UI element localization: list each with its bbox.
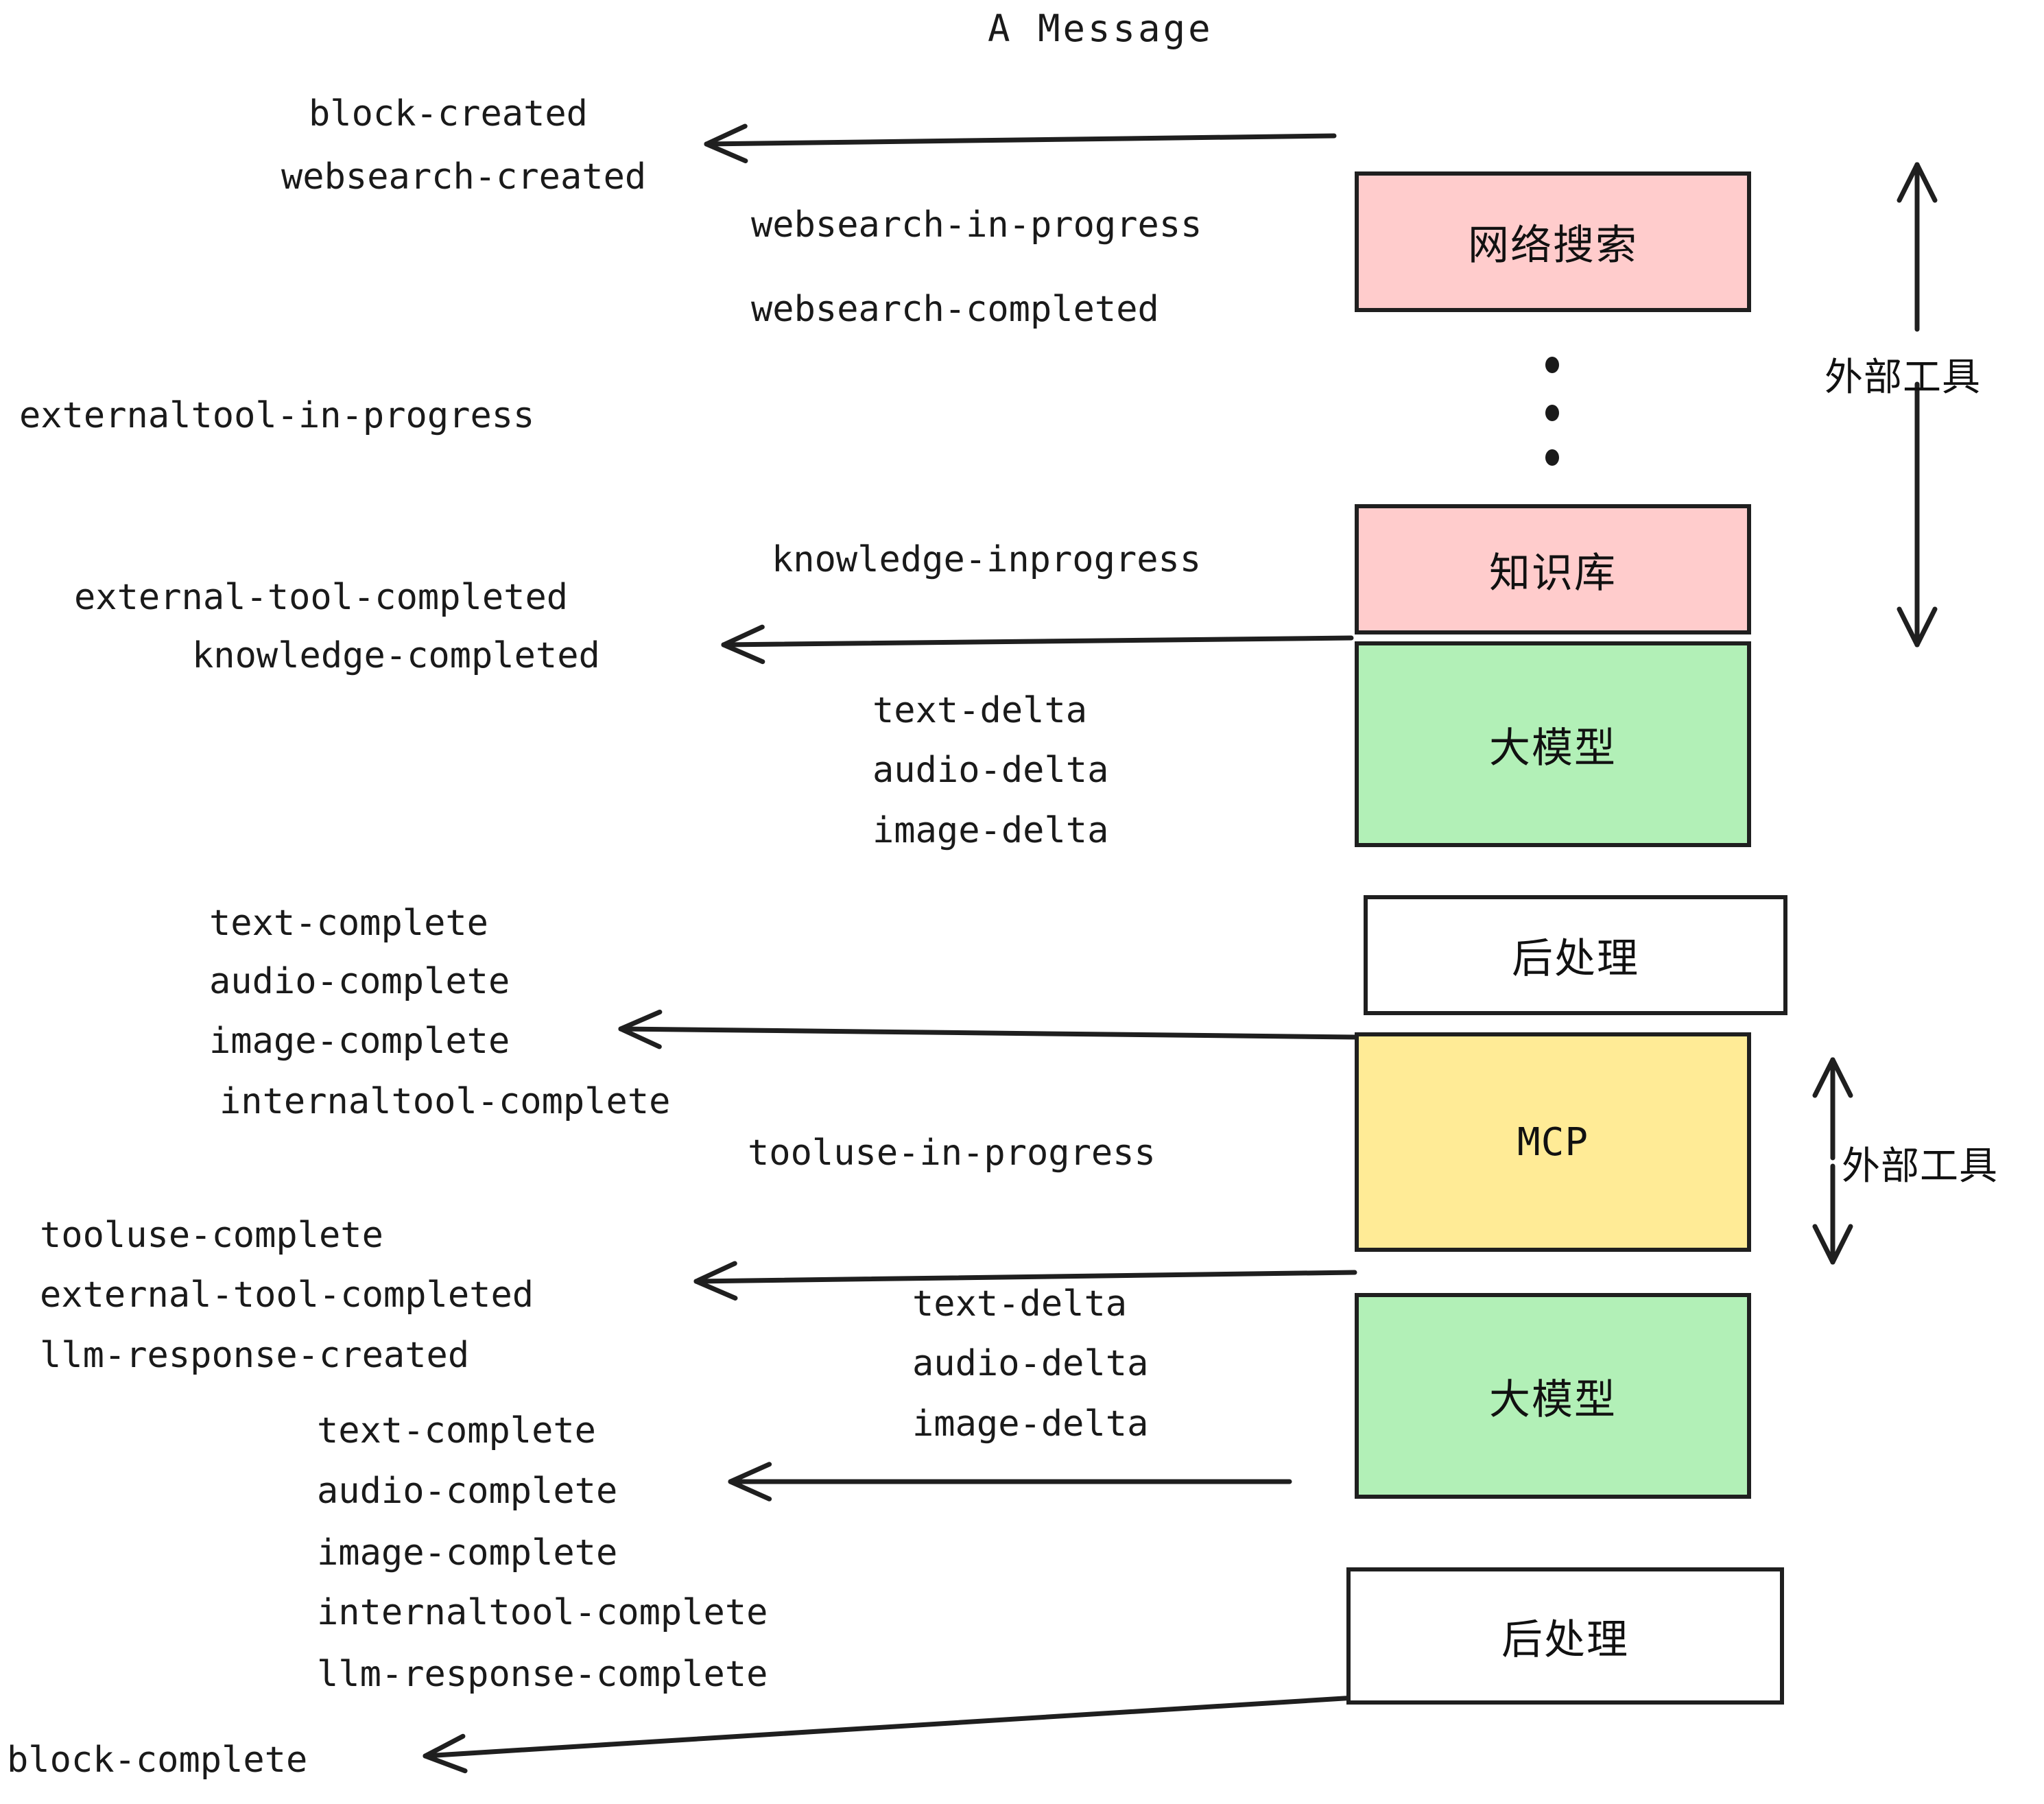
arrow-arrow-knowledge-completed [721, 624, 1354, 665]
event-label-websearch-created: websearch-created [281, 156, 647, 198]
ellipsis-dot-3 [1545, 449, 1559, 466]
arrow-external-tools-arrow-down-bot [1812, 1163, 1853, 1265]
node-llm-1: 大模型 [1355, 641, 1751, 847]
event-label-image-delta-2: image-delta [912, 1403, 1149, 1445]
event-label-websearch-completed: websearch-completed [751, 289, 1159, 330]
event-label-audio-complete-1: audio-complete [209, 961, 510, 1002]
node-postprocess-1: 后处理 [1364, 895, 1787, 1015]
group-label-external-tools-top: 外部工具 [1825, 355, 1981, 400]
event-label-audio-delta-1: audio-delta [872, 750, 1109, 791]
event-label-llm-response-complete: llm-response-complete [317, 1654, 768, 1695]
event-label-text-complete-1: text-complete [209, 903, 488, 944]
event-label-internaltool-complete-2: internaltool-complete [317, 1592, 768, 1633]
arrow-arrow-tooluse-complete [693, 1261, 1357, 1301]
node-postprocess-2: 后处理 [1346, 1567, 1784, 1705]
arrow-arrow-block-complete [423, 1695, 1357, 1774]
arrow-arrow-image-complete [618, 1009, 1357, 1049]
event-label-external-tool-completed-2: external-tool-completed [40, 1274, 534, 1316]
arrow-external-tools-arrow-up-top [1897, 162, 1938, 332]
event-label-knowledge-completed: knowledge-completed [192, 635, 600, 676]
ellipsis-dot-2 [1545, 405, 1559, 421]
event-label-knowledge-inprogress: knowledge-inprogress [772, 539, 1202, 580]
event-label-text-complete-2: text-complete [317, 1410, 596, 1451]
event-label-tooluse-complete: tooluse-complete [40, 1215, 383, 1256]
event-label-image-complete-2: image-complete [317, 1532, 618, 1574]
event-label-external-tool-completed-1: external-tool-completed [74, 577, 569, 618]
event-label-image-complete-1: image-complete [209, 1021, 510, 1062]
event-label-tooluse-in-progress: tooluse-in-progress [748, 1132, 1156, 1174]
group-label-external-tools-bottom: 外部工具 [1842, 1144, 1998, 1189]
event-label-llm-response-created: llm-response-created [40, 1335, 470, 1376]
event-label-block-created: block-created [309, 93, 588, 134]
arrow-arrow-audio-complete [728, 1462, 1292, 1502]
event-label-image-delta-1: image-delta [872, 810, 1109, 851]
event-label-text-delta-1: text-delta [872, 690, 1088, 731]
node-mcp: MCP [1355, 1032, 1751, 1252]
event-label-internaltool-complete-1: internaltool-complete [219, 1081, 671, 1122]
ellipsis-dot-1 [1545, 357, 1559, 373]
arrow-external-tools-arrow-down-top [1897, 381, 1938, 648]
event-label-externaltool-in-progress: externaltool-in-progress [19, 395, 535, 436]
event-label-audio-complete-2: audio-complete [317, 1471, 618, 1512]
event-label-text-delta-2: text-delta [912, 1283, 1128, 1325]
event-label-block-complete: block-complete [7, 1740, 308, 1781]
page-title: A Message [988, 7, 1213, 50]
arrow-arrow-block-created [704, 123, 1337, 164]
node-knowledge: 知识库 [1355, 504, 1751, 634]
event-label-websearch-in-progress: websearch-in-progress [751, 204, 1202, 246]
arrow-external-tools-arrow-up-bot [1812, 1057, 1853, 1161]
event-label-audio-delta-2: audio-delta [912, 1343, 1149, 1384]
node-llm-2: 大模型 [1355, 1293, 1751, 1499]
node-websearch: 网络搜索 [1355, 171, 1751, 312]
